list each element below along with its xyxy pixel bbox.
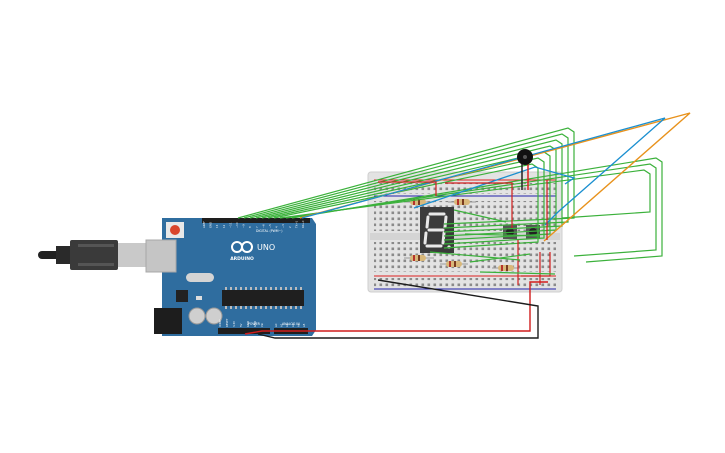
pin-label: 7 [255, 226, 259, 228]
pin-label: AREF [202, 221, 206, 228]
breadboard-green-wires[interactable] [429, 209, 556, 275]
pin-label: 4 [275, 226, 279, 228]
pin-label: GND [209, 222, 213, 228]
arduino-uno-board[interactable]: ARDUINO UNO DIGITAL (PWM~) POWER ANALOG … [145, 218, 316, 336]
pin-label: 8 [248, 226, 252, 228]
reset-button[interactable] [170, 225, 180, 235]
green-wire[interactable] [291, 157, 663, 263]
red-wires[interactable] [378, 180, 551, 285]
pin-label: GND [253, 321, 257, 327]
analog-label: ANALOG IN [282, 322, 300, 326]
pin-label: ~10 [235, 222, 239, 228]
pin-label: GND [246, 321, 250, 327]
power-label: POWER [248, 322, 261, 326]
digital-label: DIGITAL (PWM~) [256, 229, 282, 233]
pin-label: A1 [280, 323, 284, 327]
pin-label: TX→1 [294, 220, 298, 228]
seven-segment-display[interactable] [420, 207, 454, 253]
pin-label: RX←0 [301, 220, 305, 228]
pin-label: IOREF [218, 319, 222, 327]
pin-label: A2 [285, 323, 289, 327]
resistor[interactable] [448, 199, 476, 205]
blue-wire[interactable] [413, 166, 576, 209]
resistor[interactable] [440, 261, 468, 267]
resistor[interactable] [404, 255, 434, 261]
green-wire[interactable] [261, 151, 551, 241]
pin-label: A3 [291, 323, 295, 327]
board-brand: ARDUINO [230, 256, 254, 262]
pin-label: ~11 [228, 222, 232, 228]
green-wire[interactable] [237, 127, 575, 225]
blue-wire[interactable] [301, 117, 666, 226]
pin-label: ~5 [268, 224, 272, 228]
green-wire[interactable] [249, 139, 563, 233]
pin-label: Vin [260, 323, 264, 327]
pin-label: A5 [302, 323, 306, 327]
pin-label: 13 [215, 224, 219, 228]
pin-label: A4 [296, 323, 300, 327]
resistor[interactable] [492, 265, 520, 271]
red-power-wire[interactable] [244, 281, 548, 335]
green-wire[interactable] [255, 145, 557, 237]
pin-label: ~6 [261, 224, 265, 228]
pin-label: ~3 [281, 224, 285, 228]
pin-label: RESET [225, 318, 229, 327]
pin-label: A0 [274, 323, 278, 327]
piezo-buzzer[interactable] [517, 149, 533, 190]
pin-label: 2 [288, 226, 292, 228]
arduino-logo-icon [231, 241, 253, 253]
power-header[interactable] [218, 328, 270, 334]
green-wire[interactable] [243, 133, 569, 229]
digital-header[interactable] [202, 218, 310, 223]
usb-cable[interactable] [38, 240, 148, 270]
pin-label: ~9 [242, 224, 246, 228]
pin-label: 3.3V [232, 321, 236, 327]
board-model: UNO [257, 243, 275, 252]
pin-label: 12 [222, 224, 226, 228]
pin-label: 5V [239, 323, 243, 327]
black-ground-wire[interactable] [257, 279, 539, 339]
